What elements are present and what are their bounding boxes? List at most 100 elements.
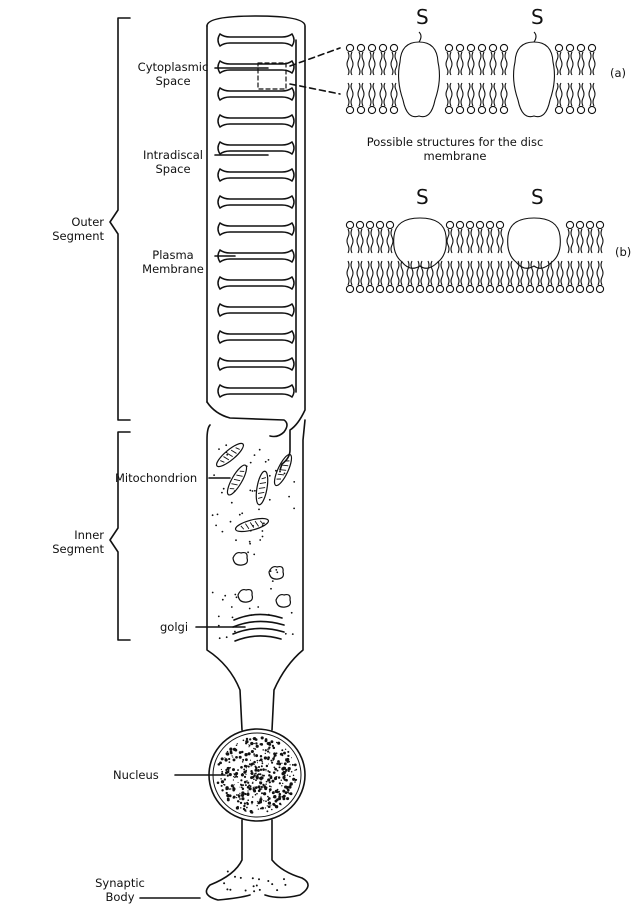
cytoplasm-dot	[219, 637, 221, 639]
chromatin-dot	[240, 787, 241, 788]
chromatin-dot	[267, 758, 269, 760]
lipid-tail	[369, 52, 371, 75]
chromatin-dot	[273, 760, 274, 761]
chromatin-dot	[286, 787, 288, 789]
cytoplasm-dot	[232, 617, 234, 619]
chromatin-dot	[276, 763, 278, 765]
synaptic-dot	[252, 877, 254, 879]
chromatin-dot	[248, 787, 249, 788]
vesicle	[238, 590, 252, 603]
chromatin-dot	[250, 770, 252, 772]
chromatin-dot	[253, 787, 254, 788]
chromatin-dot	[258, 773, 260, 775]
chromatin-dot	[268, 764, 269, 765]
lipid-tail	[347, 229, 353, 253]
lipid-head	[546, 285, 553, 292]
chromatin-dot	[233, 776, 234, 777]
protein-symbol-b1: S	[416, 190, 429, 204]
chromatin-dot	[268, 774, 271, 777]
rod-disc	[218, 88, 294, 100]
cytoplasm-dot	[254, 490, 256, 492]
rod-disc	[218, 169, 294, 181]
chromatin-dot	[258, 801, 259, 802]
lipid-tail	[367, 229, 373, 253]
rod-disc	[218, 331, 294, 343]
cytoplasm-dot	[234, 490, 236, 492]
lipid-tail	[437, 261, 443, 285]
chromatin-dot	[262, 749, 264, 751]
chromatin-dot	[241, 768, 242, 769]
chromatin-dot	[281, 763, 282, 764]
chromatin-dot	[283, 752, 286, 755]
lipid-tail	[556, 52, 558, 75]
chromatin-dot	[266, 781, 268, 783]
chromatin-dot	[289, 764, 290, 765]
panel-b-label: (b)	[615, 245, 631, 259]
lipid-head	[426, 285, 433, 292]
membrane-protein	[399, 42, 440, 117]
cytoplasm-dot	[258, 509, 260, 511]
chromatin-dot	[225, 758, 228, 761]
chromatin-dot	[249, 738, 251, 740]
chromatin-dot	[220, 778, 221, 779]
lipid-tail	[490, 83, 492, 106]
chromatin-dot	[270, 805, 271, 806]
lipid-head	[445, 106, 452, 113]
lipid-head	[390, 44, 397, 51]
lipid-tail	[362, 83, 364, 106]
chromatin-dot	[281, 749, 283, 751]
lipid-head	[456, 106, 463, 113]
rod-disc	[218, 142, 294, 154]
chromatin-dot	[257, 801, 258, 802]
cytoplasm-dot	[222, 599, 224, 601]
lipid-head	[467, 44, 474, 51]
chromatin-dot	[226, 794, 229, 797]
chromatin-dot	[251, 811, 254, 814]
lipid-head	[556, 285, 563, 292]
lipid-tail	[571, 52, 573, 75]
cytoplasm-dot	[262, 524, 264, 526]
mitochondrion	[234, 516, 269, 534]
chromatin-dot	[250, 760, 251, 761]
chromatin-dot	[269, 782, 270, 783]
chromatin-dot	[268, 805, 271, 808]
chromatin-dot	[259, 760, 260, 761]
lipid-head	[396, 285, 403, 292]
lipid-tail	[461, 52, 463, 75]
chromatin-dot	[286, 797, 289, 800]
chromatin-dot	[260, 743, 262, 745]
chromatin-dot	[221, 785, 223, 787]
chromatin-dot	[235, 776, 236, 777]
chromatin-dot	[274, 777, 277, 780]
lipid-head	[445, 44, 452, 51]
synaptic-dot	[245, 890, 247, 892]
cytoplasm-dot	[246, 465, 248, 467]
mitochondrion-crista	[241, 519, 264, 530]
cytoplasm-dot	[212, 592, 214, 594]
cytoplasm-dot	[252, 490, 254, 492]
cytoplasm-dot	[239, 514, 241, 516]
synaptic-body-label-line2: Body	[80, 890, 160, 904]
lipid-tail	[507, 261, 513, 285]
chromatin-dot	[253, 737, 256, 740]
lipid-tail	[395, 52, 397, 75]
lipid-head	[346, 221, 353, 228]
lipid-tail	[477, 261, 483, 285]
lipid-tail	[472, 83, 474, 106]
lipid-tail	[494, 83, 496, 106]
lipid-tail	[560, 83, 562, 106]
lipid-tail	[447, 261, 453, 285]
lipid-tail	[589, 52, 591, 75]
rod-disc	[218, 223, 294, 235]
chromatin-dot	[250, 776, 253, 779]
synaptic-dot	[256, 885, 258, 887]
lipid-tail	[567, 52, 569, 75]
chromatin-dot	[246, 807, 248, 809]
chromatin-dot	[287, 791, 289, 793]
lipid-head	[566, 221, 573, 228]
chromatin-dot	[265, 739, 268, 742]
cytoplasm-dot	[226, 454, 228, 456]
chromatin-dot	[228, 788, 230, 790]
lipid-head	[506, 285, 513, 292]
lipid-tail	[597, 261, 603, 285]
